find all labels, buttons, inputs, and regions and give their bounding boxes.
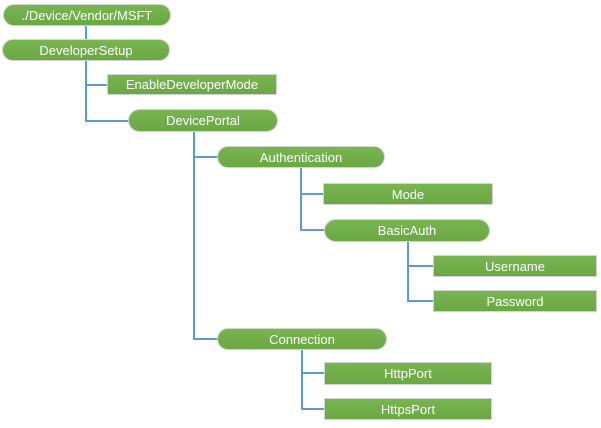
node-authentication: Authentication [217,146,385,168]
connector-branch-basicauth [300,229,325,231]
node-enabledevelopermode: EnableDeveloperMode [107,74,277,95]
connector-branch-httpport [301,372,325,374]
connector-developersetup-trunk [85,61,87,122]
connector-deviceportal-trunk [193,132,195,340]
node-mode: Mode [323,183,493,205]
connector-root-developersetup [85,25,87,40]
connector-branch-authentication [193,156,218,158]
node-password: Password [433,290,597,312]
connector-branch-mode [300,193,324,195]
connector-connection-trunk [301,350,303,410]
node-developersetup: DeveloperSetup [2,39,170,61]
connector-branch-connection [193,338,218,340]
connector-branch-deviceportal [85,120,129,122]
connector-branch-httpsport [301,408,325,410]
node-basicauth: BasicAuth [324,219,490,242]
connector-branch-password [407,300,434,302]
node-device-vendor-msft: ./Device/Vendor/MSFT [3,4,171,26]
node-httpport: HttpPort [324,362,492,385]
connector-basicauth-trunk [407,241,409,302]
node-httpsport: HttpsPort [324,398,492,420]
node-connection: Connection [217,328,387,350]
node-deviceportal: DevicePortal [128,109,278,132]
connector-authentication-trunk [300,168,302,231]
node-username: Username [433,255,597,277]
connector-branch-enabledevelopermode [85,84,108,86]
connector-branch-username [407,265,434,267]
